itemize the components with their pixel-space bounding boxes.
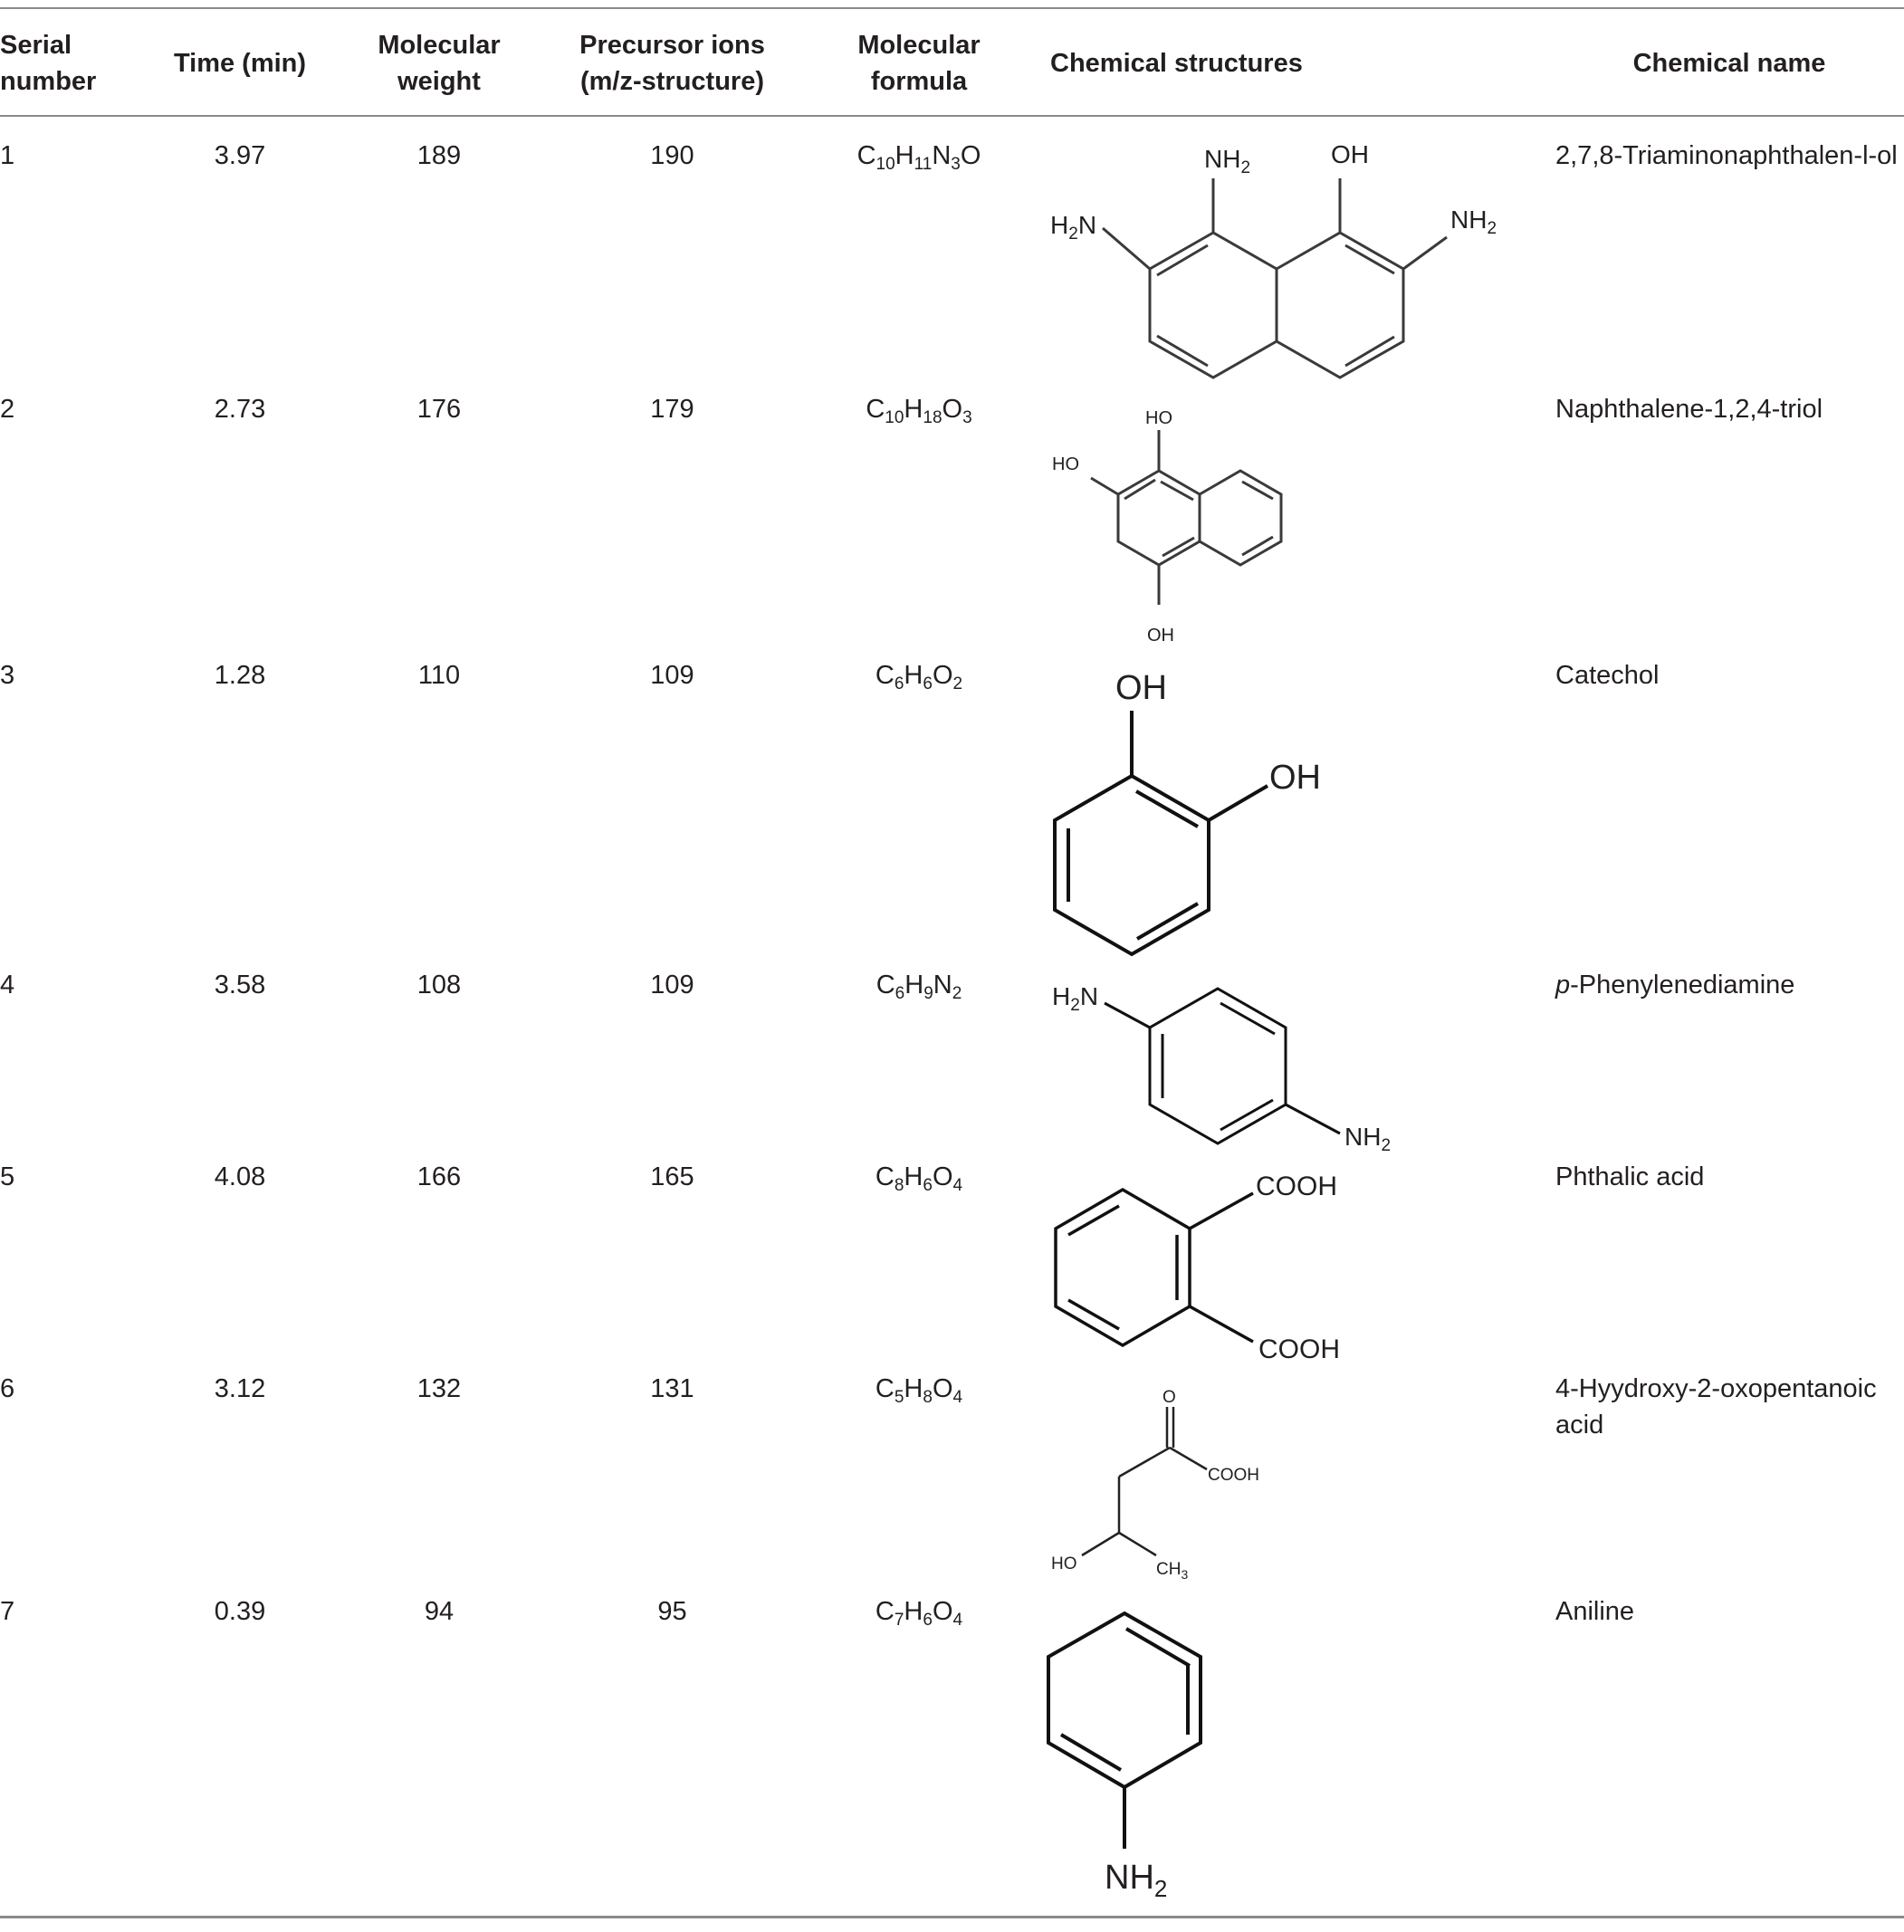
serial-cell: 2 bbox=[0, 395, 15, 424]
label-nh2-right: NH2 bbox=[1450, 206, 1497, 238]
label-h2n-4: H2N bbox=[1052, 982, 1098, 1015]
header-chemical-name: Chemical name bbox=[1632, 49, 1826, 78]
label-cooh-1: COOH bbox=[1256, 1172, 1337, 1201]
molecular-formula-cell: C10H11N3O bbox=[856, 141, 981, 174]
table-top-rule bbox=[0, 7, 1904, 9]
structure-phthalic-acid: COOH COOH bbox=[1054, 1172, 1340, 1364]
precursor-ion-cell: 190 bbox=[650, 141, 694, 170]
serial-cell: 6 bbox=[0, 1374, 15, 1403]
molecular-weight-cell: 108 bbox=[416, 971, 462, 999]
precursor-ion-cell: 179 bbox=[650, 395, 694, 424]
structure-triaminonaphthalenol: NH2 OH H2N NH2 bbox=[1050, 140, 1497, 379]
chemical-name-cell: Catechol bbox=[1555, 661, 1660, 690]
precursor-ion-cell: 109 bbox=[650, 971, 694, 999]
serial-cell: 3 bbox=[0, 661, 15, 690]
molecular-weight-cell: 110 bbox=[417, 661, 461, 690]
molecular-formula-cell: C7H6O4 bbox=[875, 1597, 963, 1630]
structure-catechol: OH OH bbox=[1053, 669, 1321, 957]
chemical-name-text: -Phenylenediamine bbox=[1570, 971, 1795, 999]
time-cell: 2.73 bbox=[214, 395, 266, 424]
chemical-name-cell: Phthalic acid bbox=[1555, 1162, 1705, 1191]
chemical-name-cell: Naphthalene-1,2,4-triol bbox=[1555, 395, 1823, 424]
chemical-name-prefix: p bbox=[1555, 971, 1571, 999]
serial-cell: 7 bbox=[0, 1597, 15, 1626]
header-chemical-structures: Chemical structures bbox=[1050, 49, 1303, 78]
header-molecular-formula: Molecular formula bbox=[857, 31, 981, 96]
precursor-ion-cell: 109 bbox=[650, 661, 694, 690]
label-oh-top: OH bbox=[1331, 140, 1369, 168]
time-cell: 3.12 bbox=[214, 1374, 266, 1403]
table-header-rule bbox=[0, 115, 1904, 117]
label-ho-left-2: HO bbox=[1052, 454, 1079, 474]
header-serial-number: Serial number bbox=[0, 31, 97, 96]
molecular-weight-cell: 166 bbox=[416, 1162, 462, 1191]
serial-cell: 4 bbox=[0, 971, 15, 999]
label-o-6: O bbox=[1162, 1388, 1176, 1407]
time-cell: 3.58 bbox=[214, 971, 266, 999]
precursor-ion-cell: 131 bbox=[650, 1374, 694, 1403]
molecular-weight-cell: 176 bbox=[416, 395, 462, 424]
chemical-name-cell: Aniline bbox=[1555, 1597, 1635, 1626]
label-oh-1: OH bbox=[1115, 669, 1167, 707]
molecular-formula-cell: C5H8O4 bbox=[875, 1374, 963, 1407]
label-cooh-6: COOH bbox=[1208, 1466, 1259, 1485]
molecular-weight-cell: 132 bbox=[416, 1374, 462, 1403]
structure-aniline: NH2 bbox=[1047, 1611, 1202, 1902]
serial-cell: 1 bbox=[0, 141, 15, 170]
label-nh2-4: NH2 bbox=[1344, 1123, 1391, 1155]
label-oh-2: OH bbox=[1269, 759, 1321, 797]
chemical-name-cell: 2,7,8-Triaminonaphthalen-l-ol bbox=[1555, 141, 1898, 170]
header-molecular-weight: Molecular weight bbox=[378, 31, 501, 96]
table-bottom-rule bbox=[0, 1916, 1904, 1918]
chemical-name-cell: 4-Hyydroxy-2-oxopentanoic acid bbox=[1555, 1374, 1877, 1439]
label-ch3-6: CH3 bbox=[1156, 1560, 1188, 1582]
time-cell: 0.39 bbox=[214, 1597, 266, 1626]
structure-phenylenediamine: H2N NH2 bbox=[1052, 982, 1391, 1155]
precursor-ion-cell: 165 bbox=[650, 1162, 694, 1191]
label-ho-6: HO bbox=[1051, 1554, 1077, 1573]
molecular-formula-cell: C10H18O3 bbox=[866, 395, 972, 427]
molecular-weight-cell: 94 bbox=[424, 1597, 454, 1626]
label-nh2-7: NH2 bbox=[1105, 1859, 1167, 1902]
molecular-weight-cell: 189 bbox=[416, 141, 462, 170]
time-cell: 1.28 bbox=[214, 661, 266, 690]
header-time: Time (min) bbox=[173, 49, 307, 78]
molecular-formula-cell: C8H6O4 bbox=[875, 1162, 963, 1195]
label-nh2-top: NH2 bbox=[1204, 145, 1250, 177]
molecular-formula-cell: C6H9N2 bbox=[875, 971, 962, 1003]
structure-oxopentanoic-acid: O COOH HO CH3 bbox=[1051, 1388, 1259, 1582]
label-cooh-2: COOH bbox=[1258, 1334, 1340, 1364]
label-oh-top-2: HO bbox=[1145, 408, 1172, 428]
precursor-ion-cell: 95 bbox=[657, 1597, 687, 1626]
serial-cell: 5 bbox=[0, 1162, 15, 1191]
label-h2n-left: H2N bbox=[1050, 211, 1096, 244]
structure-naphthalenetriol: HO HO OH bbox=[1052, 408, 1283, 646]
time-cell: 4.08 bbox=[214, 1162, 266, 1191]
chemical-name-cell: p-Phenylenediamine bbox=[1555, 967, 1899, 1003]
molecular-formula-cell: C6H6O2 bbox=[875, 661, 963, 693]
time-cell: 3.97 bbox=[214, 141, 266, 170]
label-oh-bottom-2: OH bbox=[1147, 626, 1174, 646]
header-precursor-ions: Precursor ions (m/z-structure) bbox=[579, 31, 765, 96]
